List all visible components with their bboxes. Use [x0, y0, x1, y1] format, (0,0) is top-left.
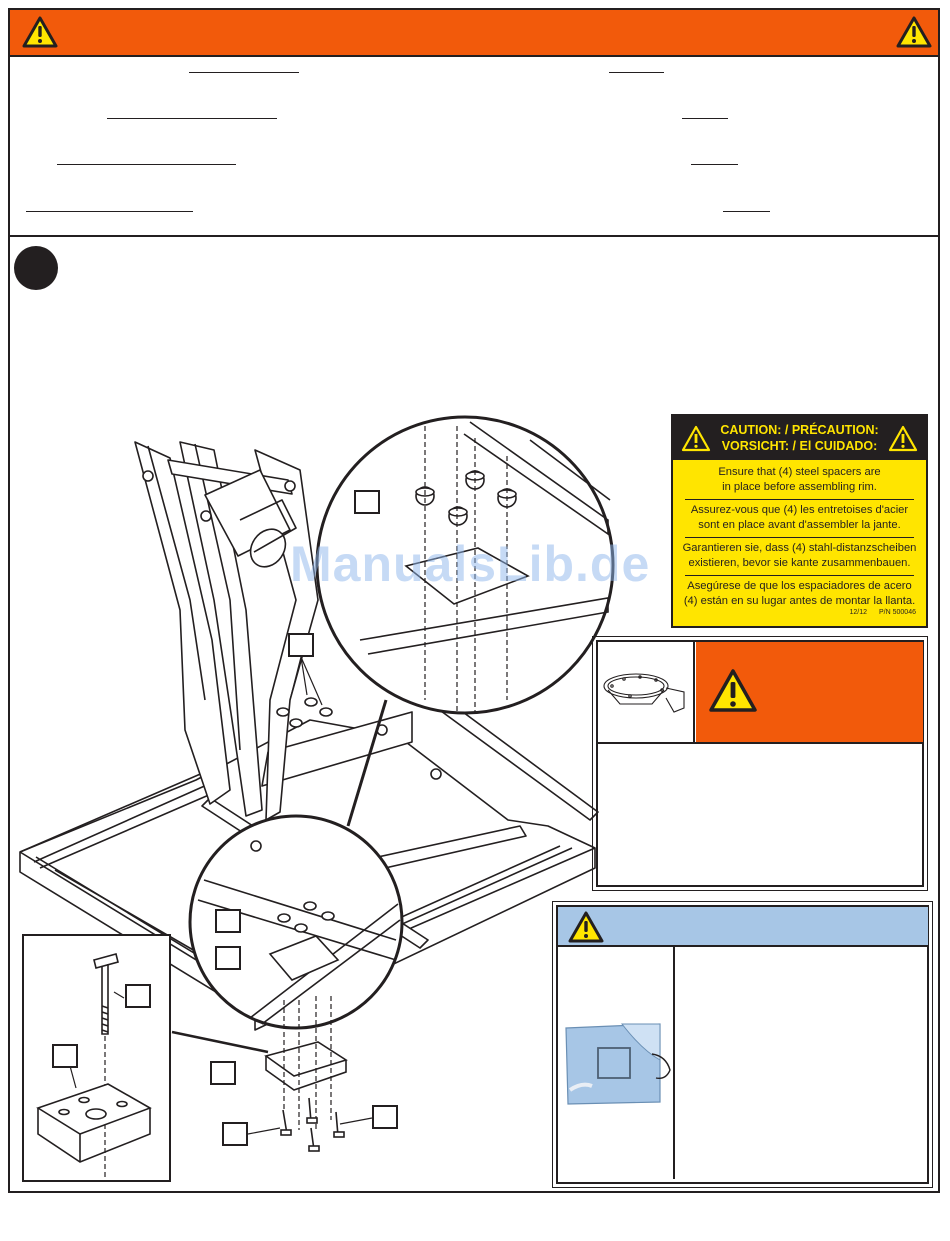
parts-header-panel — [10, 57, 938, 237]
part-callout-box — [52, 1044, 78, 1068]
blank-line — [26, 211, 193, 212]
blank-line — [691, 164, 738, 165]
divider — [673, 947, 675, 1179]
page-frame — [8, 8, 940, 1193]
caution-text: existieren, bevor sie kante zusammenbaue… — [688, 557, 911, 569]
divider — [693, 640, 695, 743]
warning-box — [592, 636, 928, 891]
warning-triangle-icon — [709, 669, 757, 712]
part-callout-box — [354, 490, 380, 514]
blank-line — [107, 118, 277, 119]
caution-title-line1: CAUTION: / PRÉCAUTION: — [720, 423, 879, 437]
part-callout-box — [222, 1122, 248, 1146]
divider — [685, 499, 914, 500]
label-part-number: P/N 500046 — [879, 609, 916, 616]
warning-box-inner — [596, 640, 924, 887]
part-callout-box — [288, 633, 314, 657]
blank-line — [609, 72, 664, 73]
warning-triangle-icon — [22, 16, 58, 48]
part-callout-box — [215, 909, 241, 933]
caution-label-body: Ensure that (4) steel spacers are in pla… — [673, 460, 926, 626]
divider — [685, 537, 914, 538]
caution-message-de: Garantieren sie, dass (4) stahl-distanzs… — [677, 539, 922, 574]
caution-text: (4) están en su lugar antes de montar la… — [683, 595, 916, 607]
label-date: 12/12 — [849, 609, 868, 616]
step-number-circle — [14, 246, 58, 290]
bolt-and-block-drawing — [36, 953, 152, 1180]
label-footer: 12/12 P/N 500046 — [677, 609, 922, 617]
part-callout-box — [125, 984, 151, 1008]
note-box-inner — [556, 905, 929, 1184]
warning-triangle-icon — [568, 911, 604, 943]
caution-title-line2: VORSICHT: / El CUIDADO: — [721, 439, 878, 453]
note-box-header — [558, 907, 928, 947]
caution-text: in place before assembling rim. — [722, 481, 877, 493]
caution-message-en: Ensure that (4) steel spacers are in pla… — [677, 463, 922, 498]
caution-label: CAUTION: / PRÉCAUTION: VORSICHT: / El CU… — [671, 414, 928, 628]
rim-illustration — [603, 673, 685, 713]
warning-box-header — [696, 642, 923, 742]
caution-text: Ensure that (4) steel spacers are — [718, 466, 881, 478]
caution-message-fr: Assurez-vous que (4) les entretoises d'a… — [677, 501, 922, 536]
part-callout-box — [210, 1061, 236, 1085]
backboard-illustration — [565, 1023, 671, 1105]
blank-line — [723, 211, 770, 212]
caution-text: Garantieren sie, dass (4) stahl-distanzs… — [682, 542, 917, 554]
divider — [596, 742, 924, 744]
caution-text: Assurez-vous que (4) les entretoises d'a… — [690, 504, 909, 516]
caution-text: sont en place avant d'assembler la jante… — [698, 519, 901, 531]
watermark: ManualsLib.de — [290, 536, 651, 592]
warning-triangle-icon — [888, 425, 918, 451]
note-box — [552, 901, 933, 1188]
blank-line — [57, 164, 236, 165]
caution-label-header: CAUTION: / PRÉCAUTION: VORSICHT: / El CU… — [673, 416, 926, 460]
blank-line — [189, 72, 299, 73]
warning-triangle-icon — [896, 16, 932, 48]
caution-message-es: Asegúrese de que los espaciadores de ace… — [677, 577, 922, 609]
caution-text: Asegúrese de que los espaciadores de ace… — [687, 580, 912, 592]
blank-line — [682, 118, 728, 119]
warning-triangle-icon — [681, 425, 711, 451]
detail-inset — [22, 934, 171, 1182]
divider — [685, 575, 914, 576]
part-callout-box — [215, 946, 241, 970]
warning-header-bar — [10, 10, 938, 57]
part-callout-box — [372, 1105, 398, 1129]
